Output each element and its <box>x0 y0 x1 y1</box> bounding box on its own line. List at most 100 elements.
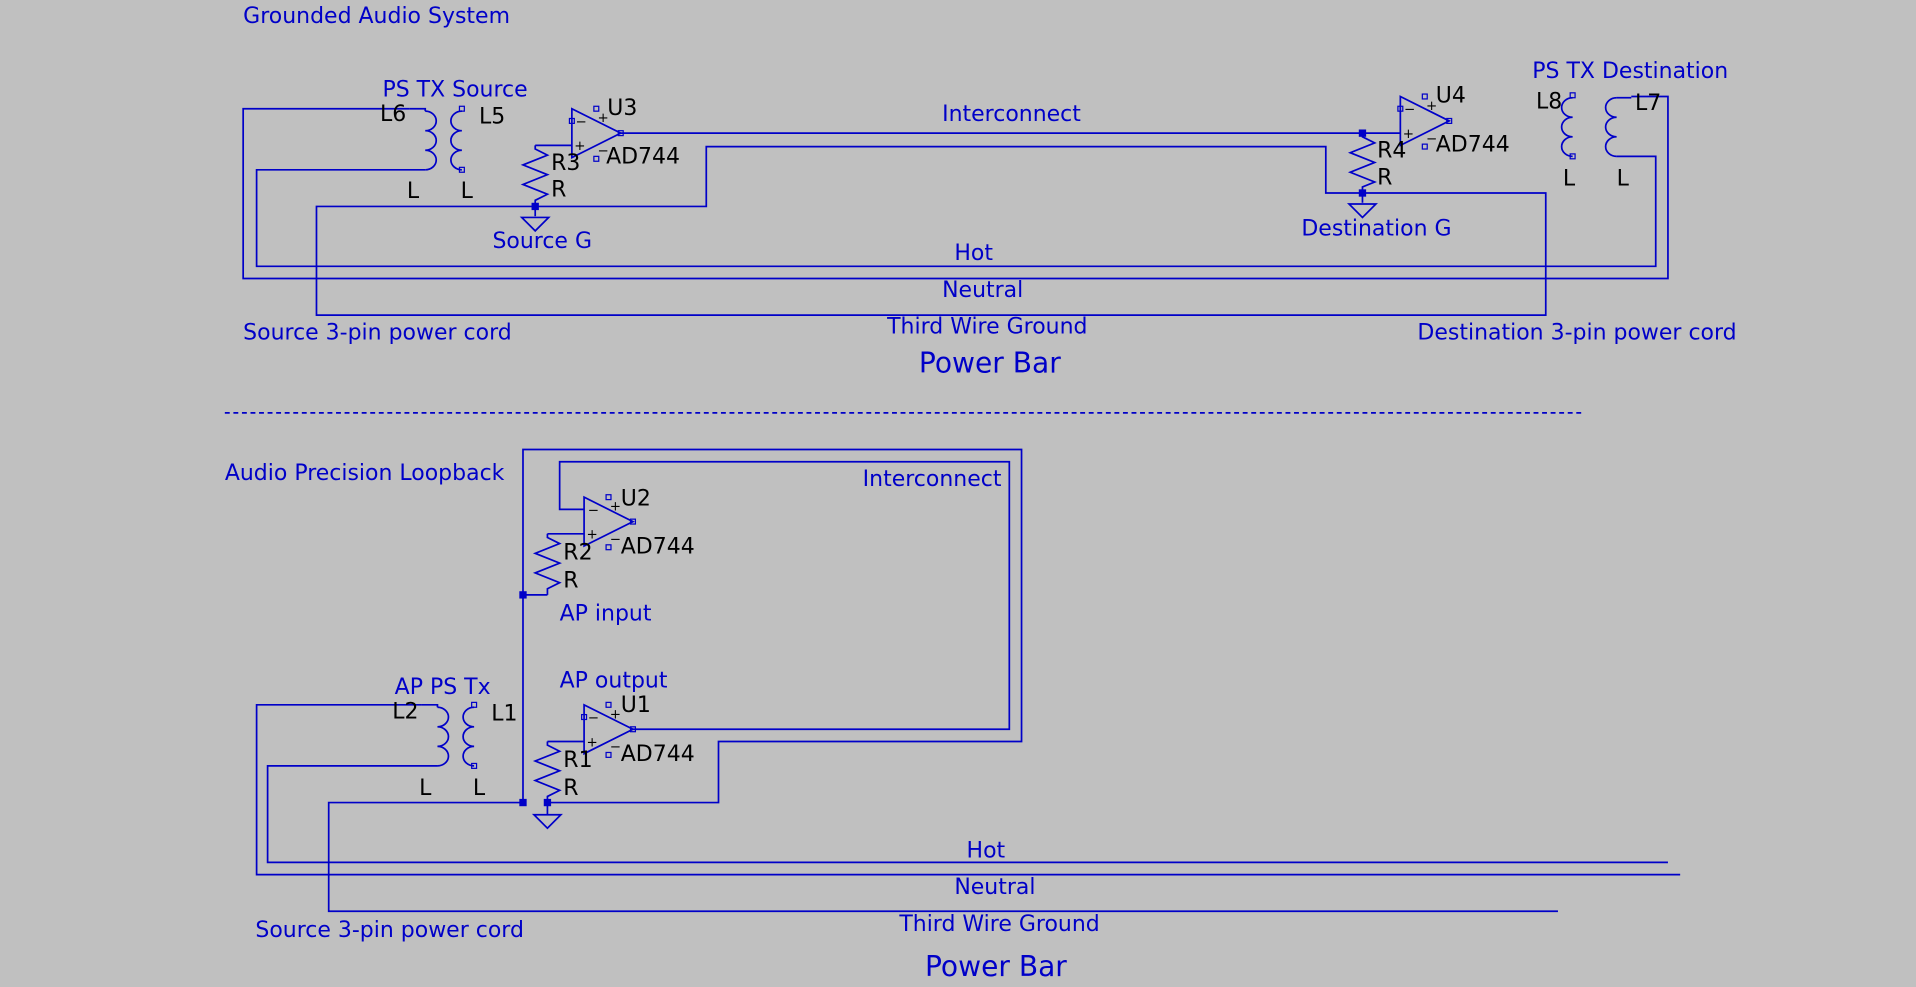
wire-third-ground-loop <box>315 192 1547 317</box>
component-value: AD744 <box>1436 132 1510 157</box>
third-wire-ground-label: Third Wire Ground <box>886 314 1087 339</box>
resistor-R4 <box>1347 133 1377 194</box>
junction-dot <box>519 591 527 599</box>
ps-tx-destination-label: PS TX Destination <box>1532 59 1728 84</box>
source-power-cord-label: Source 3-pin power cord <box>243 321 512 346</box>
ground-symbol <box>531 813 563 830</box>
ap-ps-tx-label: AP PS Tx <box>395 675 491 700</box>
component-value: AD744 <box>621 742 695 767</box>
component-value: L <box>419 776 432 801</box>
svg-text:+: + <box>1426 99 1437 114</box>
junction-dot <box>519 798 527 807</box>
component-refdes: L2 <box>392 699 418 724</box>
destination-g-label: Destination G <box>1301 217 1451 242</box>
component-refdes: U4 <box>1436 84 1466 109</box>
svg-text:−: − <box>1426 132 1437 147</box>
destination-power-cord-label: Destination 3-pin power cord <box>1417 321 1736 346</box>
svg-text:−: − <box>610 533 621 548</box>
hot-label: Hot <box>967 839 1006 864</box>
third-wire-ground-label: Third Wire Ground <box>898 912 1099 937</box>
neutral-label: Neutral <box>954 875 1035 900</box>
svg-text:−: − <box>588 503 599 518</box>
component-refdes: U2 <box>621 487 651 512</box>
inductor-L5 <box>450 105 465 173</box>
component-value: AD744 <box>621 534 695 559</box>
interconnect-label: Interconnect <box>863 467 1002 492</box>
power-bar-label: Power Bar <box>925 950 1067 983</box>
svg-text:+: + <box>587 528 598 543</box>
hot-label: Hot <box>954 241 993 266</box>
interconnect-label: Interconnect <box>942 102 1081 127</box>
inductor-L2 <box>421 703 450 767</box>
wire-source-hot-loop <box>242 95 1669 280</box>
resistor-R3 <box>520 145 550 207</box>
svg-text:+: + <box>574 139 585 154</box>
resistor-R2 <box>532 533 562 595</box>
wire-interconnect-inner <box>558 460 1011 731</box>
component-refdes: R2 <box>563 540 592 565</box>
source-power-cord-label: Source 3-pin power cord <box>255 918 524 943</box>
inductor-L6 <box>409 107 438 171</box>
component-value: L <box>473 776 486 801</box>
opamp-U3: − + + − <box>568 105 624 162</box>
opamp-U2: − + + − <box>583 494 637 551</box>
resistor-R1 <box>532 741 562 803</box>
svg-text:−: − <box>1404 103 1415 118</box>
component-refdes: U1 <box>621 693 651 718</box>
component-value: R <box>563 776 578 801</box>
opamp-U1: − + + − <box>581 701 637 758</box>
component-refdes: L6 <box>380 102 406 127</box>
svg-text:+: + <box>610 500 621 515</box>
component-value: AD744 <box>606 145 680 170</box>
ground-symbol-source <box>519 216 551 233</box>
component-refdes: L7 <box>1635 91 1661 116</box>
top-section: − + + − − + + − <box>242 4 1737 380</box>
svg-text:−: − <box>598 144 609 159</box>
inductor-L7 <box>1604 96 1632 158</box>
ap-output-label: AP output <box>560 669 668 694</box>
component-value: L <box>407 179 420 204</box>
svg-text:−: − <box>576 115 587 130</box>
inductor-L1 <box>462 701 478 769</box>
component-refdes: L1 <box>491 702 517 727</box>
junction-dot <box>1358 189 1367 197</box>
svg-text:−: − <box>610 740 621 755</box>
component-refdes: L5 <box>479 104 505 129</box>
component-value: R <box>1377 165 1392 190</box>
wire-hot <box>255 703 1681 876</box>
power-bar-label: Power Bar <box>919 347 1061 380</box>
svg-text:+: + <box>587 735 598 750</box>
svg-text:+: + <box>1403 127 1414 142</box>
component-refdes: L8 <box>1536 90 1562 115</box>
component-value: R <box>551 178 566 203</box>
svg-text:+: + <box>610 707 621 722</box>
junction-dot <box>531 202 539 211</box>
section-title: Audio Precision Loopback <box>225 461 505 486</box>
svg-text:−: − <box>588 711 599 726</box>
ground-symbol-destination <box>1346 203 1378 219</box>
bottom-section: − + + − − + + − <box>225 448 1681 983</box>
section-title: Grounded Audio System <box>243 4 510 29</box>
svg-text:+: + <box>598 111 609 126</box>
component-refdes: R3 <box>551 151 580 176</box>
wire-third-ground <box>327 801 1558 913</box>
component-value: R <box>563 569 578 594</box>
wire-interconnect-outer <box>522 448 1023 804</box>
junction-dot <box>543 798 552 807</box>
ap-input-label: AP input <box>560 602 652 627</box>
wire-interconnect-shield <box>535 145 1363 208</box>
component-refdes: R1 <box>563 748 592 773</box>
component-refdes: U3 <box>607 96 637 121</box>
wire-neutral <box>266 765 1668 864</box>
source-g-label: Source G <box>492 229 592 254</box>
component-value: L <box>461 179 474 204</box>
component-refdes: R4 <box>1377 139 1406 164</box>
ps-tx-source-label: PS TX Source <box>382 78 527 103</box>
neutral-label: Neutral <box>942 278 1023 303</box>
junction-dot <box>1358 129 1367 137</box>
inductor-L8 <box>1560 92 1576 160</box>
opamp-U4: − + + − <box>1397 93 1453 150</box>
component-value: L <box>1563 167 1576 192</box>
component-value: L <box>1617 167 1630 192</box>
